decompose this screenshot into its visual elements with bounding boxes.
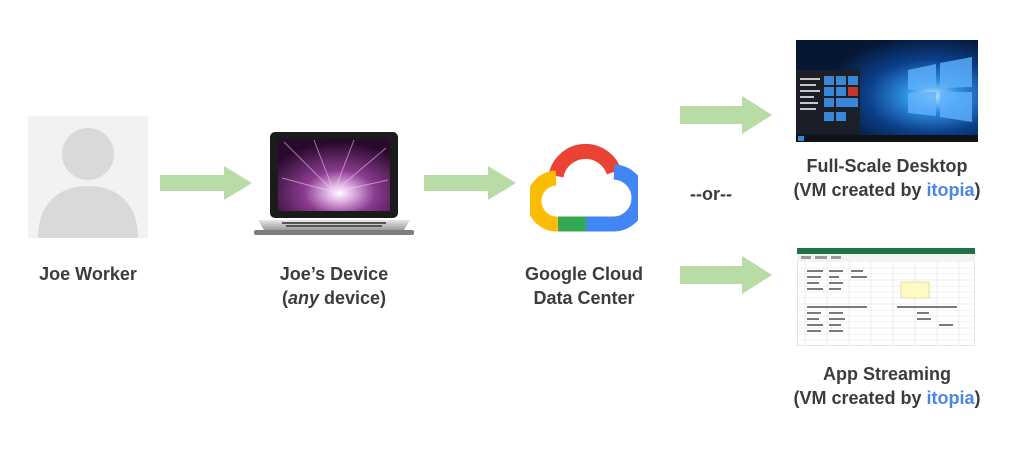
laptop-icon [254, 132, 414, 235]
device-label: Joe’s Device (any device) [244, 262, 424, 310]
arrow-device-to-cloud [424, 166, 516, 200]
or-separator: --or-- [690, 184, 732, 204]
windows-desktop-screenshot [796, 40, 978, 142]
cloud-label: Google Cloud Data Center [500, 262, 668, 310]
itopia-brand: itopia [926, 180, 975, 200]
desktop-label-line2: (VM created by itopia) [793, 180, 981, 200]
device-label-line2: (any device) [281, 288, 387, 308]
google-cloud-logo [530, 143, 638, 232]
cloud-label-line2: Data Center [533, 288, 635, 308]
app-label-line2: (VM created by itopia) [793, 388, 981, 408]
worker-label: Joe Worker [39, 264, 137, 284]
person-icon [28, 116, 148, 238]
arrow-worker-to-device [160, 166, 252, 200]
device-label-line1: Joe’s Device [279, 264, 389, 284]
desktop-label-line1: Full-Scale Desktop [806, 156, 968, 176]
itopia-brand: itopia [926, 388, 975, 408]
arrow-cloud-to-app [680, 256, 772, 294]
app-label: App Streaming (VM created by itopia) [776, 362, 998, 410]
device-label-emphasis: any [287, 288, 319, 308]
desktop-label: Full-Scale Desktop (VM created by itopia… [776, 154, 998, 202]
app-label-line1: App Streaming [822, 364, 951, 384]
cloud-label-line1: Google Cloud [525, 264, 643, 284]
spreadsheet-screenshot [797, 248, 975, 346]
arrow-cloud-to-desktop [680, 96, 772, 134]
